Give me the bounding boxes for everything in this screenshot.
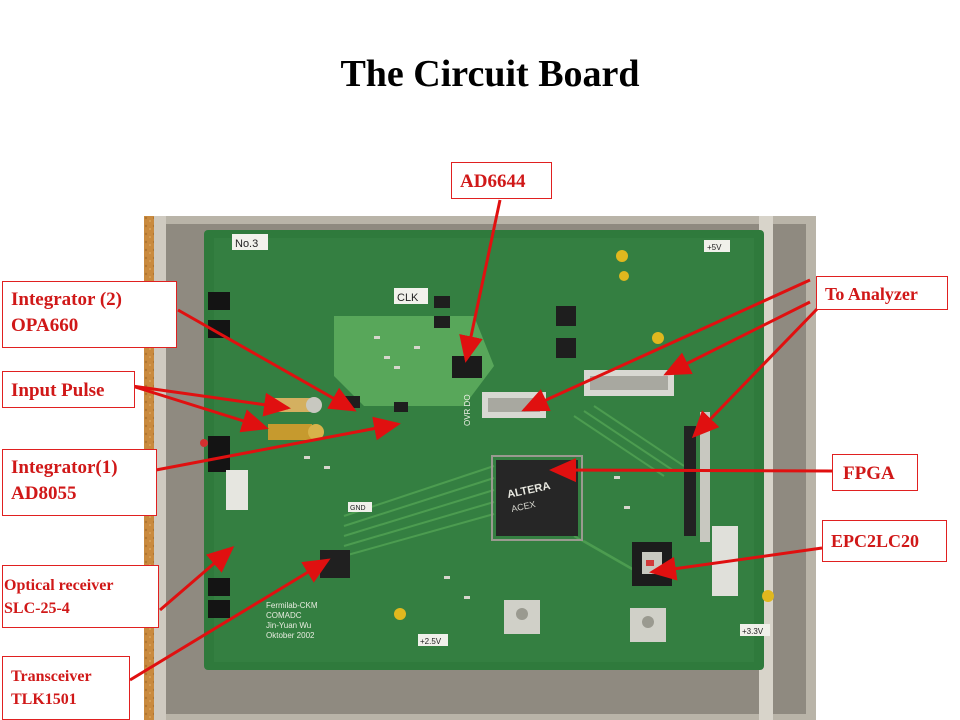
plus25v-label: +2.5V: [420, 637, 442, 646]
label-integrator2-line2: OPA660: [11, 314, 79, 336]
label-input-pulse: Input Pulse: [2, 371, 135, 408]
label-transceiver-line1: Transceiver: [11, 668, 92, 685]
silkscreen-author: Jin-Yuan Wu: [266, 621, 311, 630]
label-fpga: FPGA: [832, 454, 918, 491]
label-integrator2-line1: Integrator (2): [11, 289, 122, 310]
label-optical-line1: Optical receiver: [4, 577, 114, 594]
silkscreen-fermilab: Fermilab-CKM: [266, 601, 318, 610]
input-connector-1: [274, 398, 310, 412]
label-input-pulse-text: Input Pulse: [11, 380, 105, 401]
optical-receiver-module: [226, 470, 248, 510]
plus33v-label: +3.3V: [742, 627, 764, 636]
ad6644-chip: [452, 356, 482, 378]
silkscreen-comadc: COMADC: [266, 611, 302, 620]
board-marking: No.3: [235, 238, 258, 250]
label-to-analyzer-text: To Analyzer: [825, 284, 918, 304]
label-optical-receiver: Optical receiver SLC-25-4: [2, 565, 159, 628]
gnd-label: GND: [350, 505, 366, 512]
circuit-board-photo: No.3 CLK OVR DO ALTERA ACEX: [144, 216, 816, 720]
label-ad6644: AD6644: [451, 162, 552, 199]
label-ad6644-text: AD6644: [460, 171, 526, 192]
label-integrator1: Integrator(1) AD8055: [2, 449, 157, 516]
label-epc2lc20-text: EPC2LC20: [831, 531, 920, 551]
silkscreen-date: Oktober 2002: [266, 631, 315, 640]
label-fpga-text: FPGA: [843, 463, 895, 484]
label-transceiver-line2: TLK1501: [11, 691, 77, 709]
label-optical-line2: SLC-25-4: [4, 600, 70, 618]
label-epc2lc20: EPC2LC20: [822, 520, 947, 562]
fpga-model: ACEX: [510, 499, 536, 514]
ovr-do-marking: OVR DO: [463, 394, 472, 426]
input-connector-2: [268, 424, 312, 440]
label-integrator1-line1: Integrator(1): [11, 457, 118, 478]
label-to-analyzer: To Analyzer: [816, 276, 948, 310]
label-transceiver: Transceiver TLK1501: [2, 656, 130, 720]
label-integrator2: Integrator (2) OPA660: [2, 281, 177, 348]
slide-title: The Circuit Board: [340, 53, 640, 95]
label-integrator1-line2: AD8055: [11, 482, 77, 504]
tlk1501-chip: [320, 550, 350, 578]
plus5v-label: +5V: [707, 243, 722, 252]
clk-marking: CLK: [397, 292, 419, 304]
